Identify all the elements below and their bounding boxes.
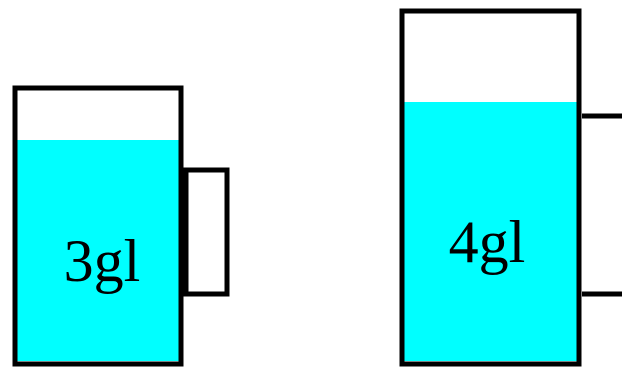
- mug-4gl: 4gl: [399, 8, 622, 367]
- mug-3gl: 3gl: [12, 85, 230, 367]
- mug-4gl-handle: [582, 113, 622, 297]
- mug-3gl-handle: [183, 167, 230, 297]
- mug-4gl-label: 4gl: [449, 209, 526, 275]
- mug-3gl-label: 3gl: [64, 228, 141, 294]
- mug-4gl-water: [402, 102, 579, 361]
- mug-3gl-water: [15, 140, 181, 361]
- mug-3gl-body: [12, 85, 184, 367]
- mug-4gl-body: [399, 8, 582, 367]
